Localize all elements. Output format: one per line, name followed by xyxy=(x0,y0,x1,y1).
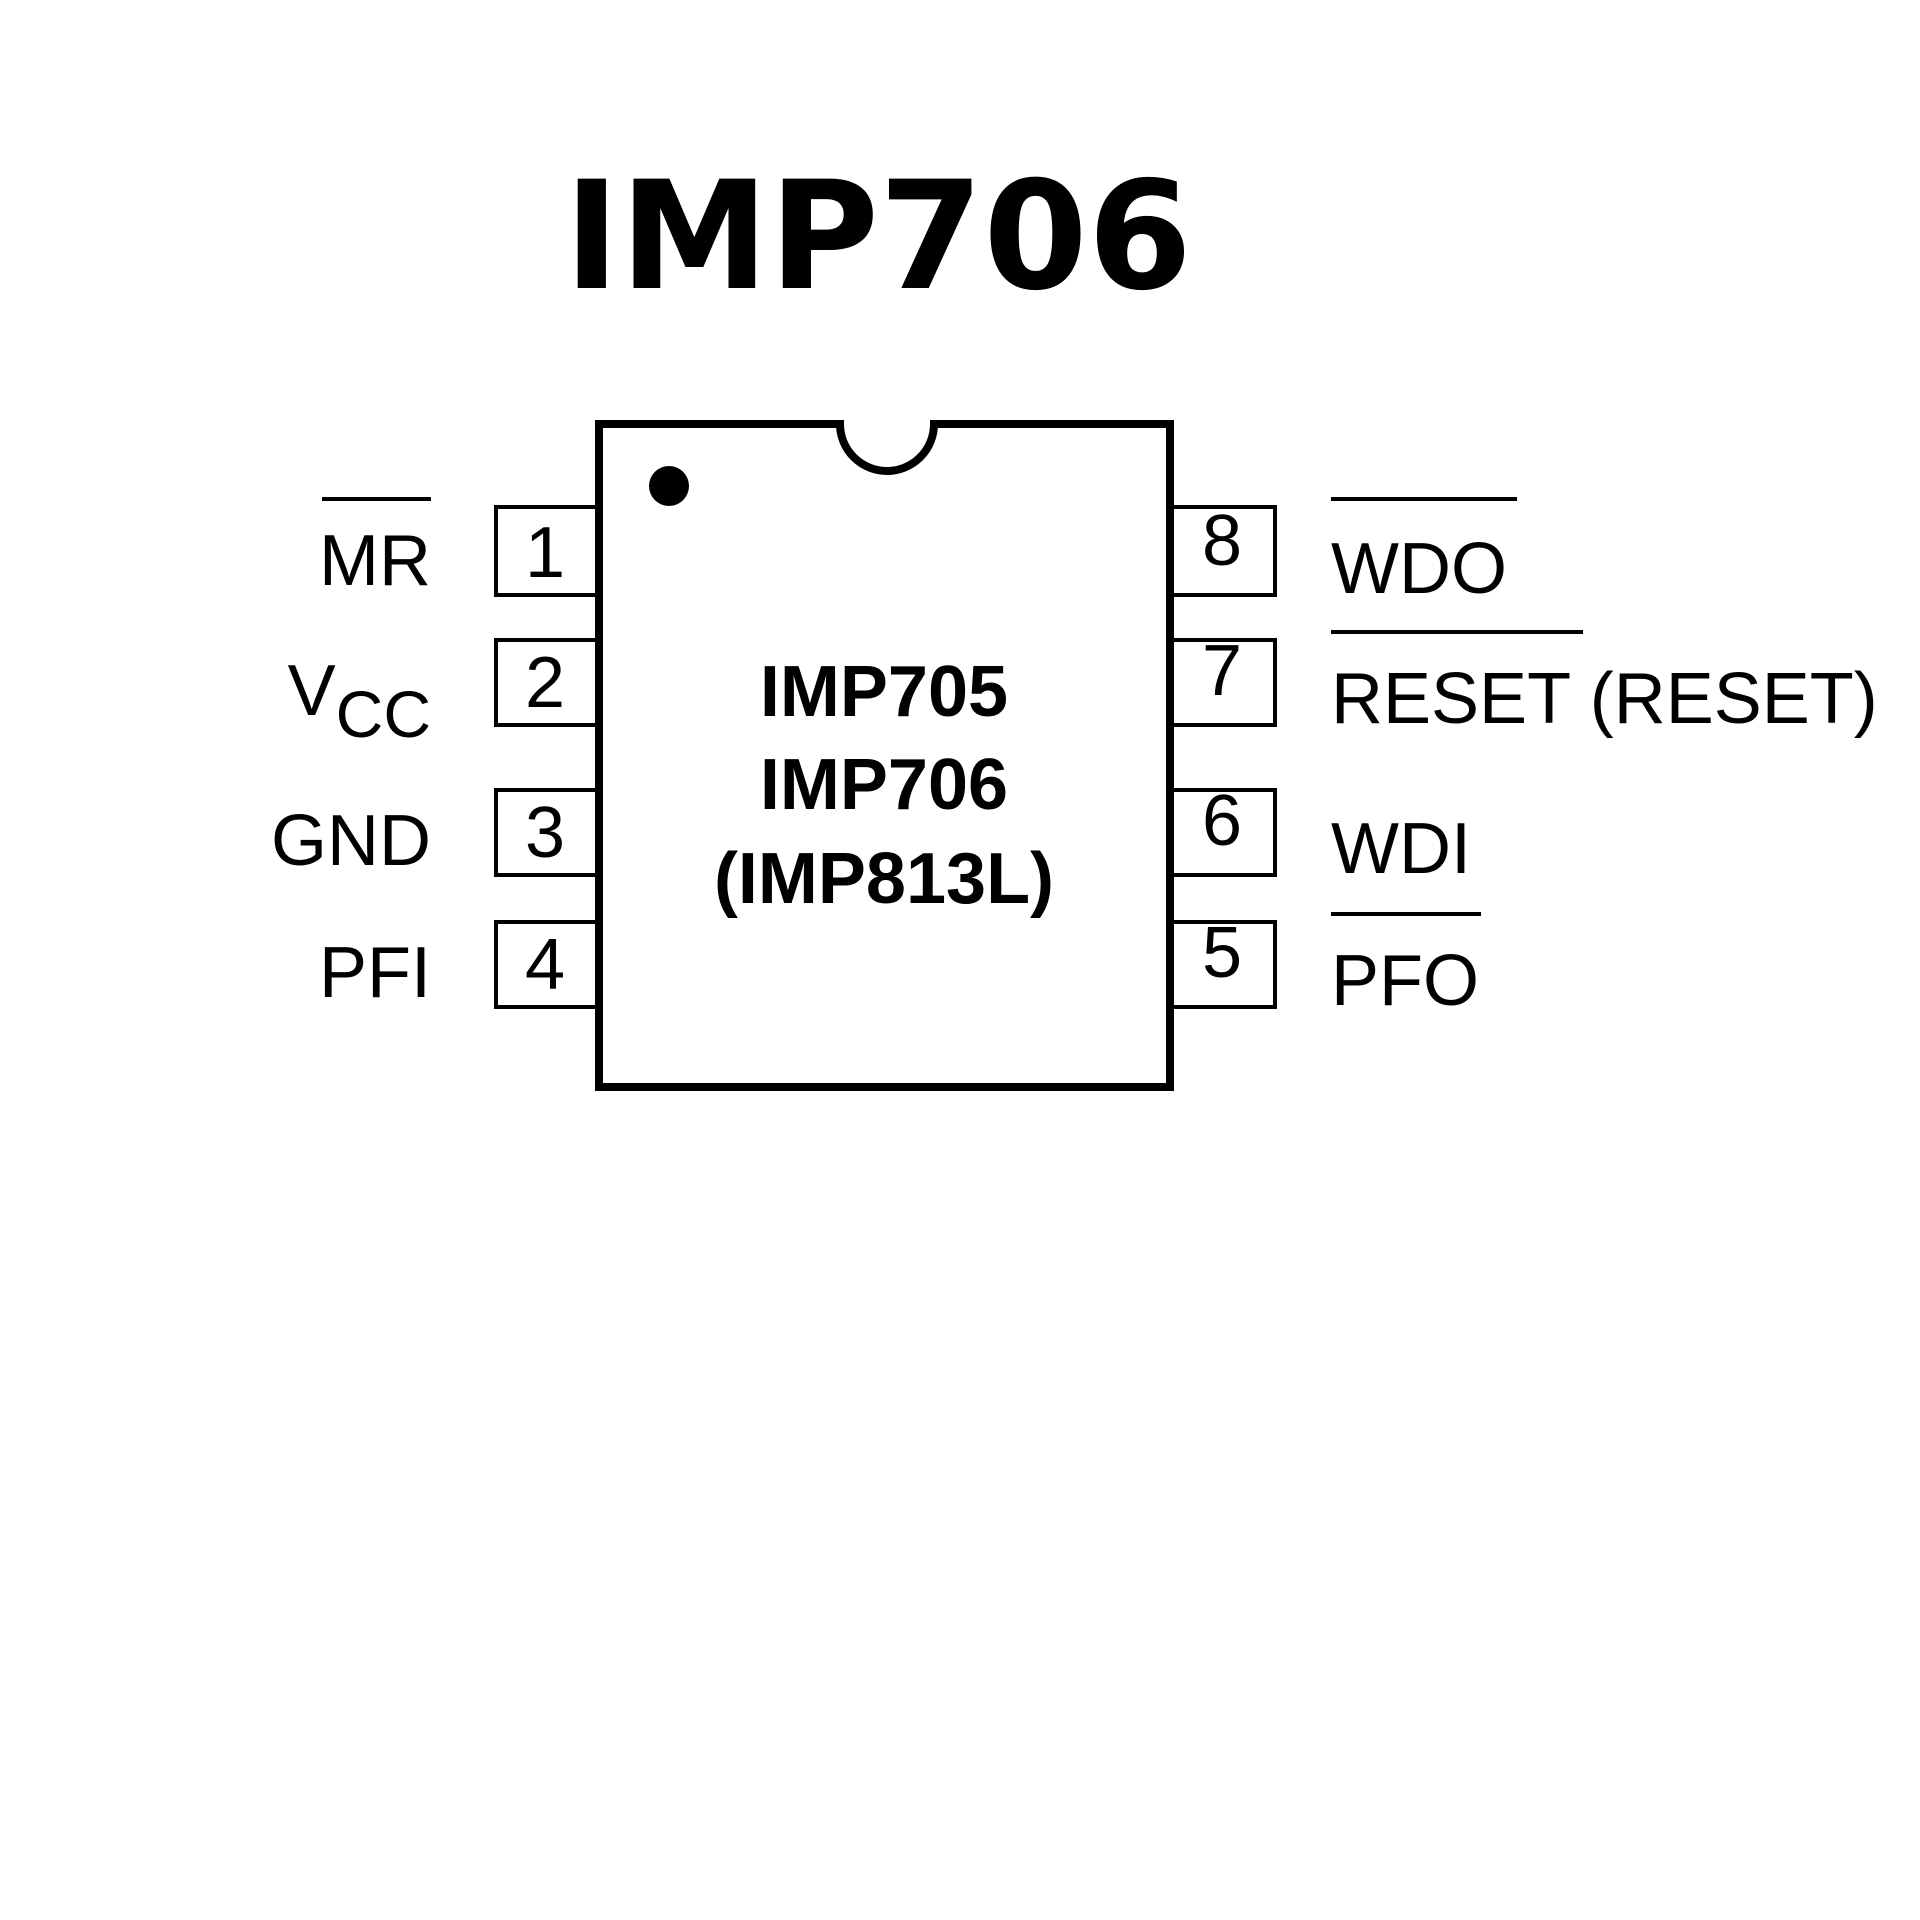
pin-number: 4 xyxy=(525,925,565,1005)
pin-3: 3 GND xyxy=(271,788,601,881)
chip-label-line-2: IMP706 xyxy=(760,745,1008,825)
pin-8: 8 WDO xyxy=(1168,497,1517,609)
pin-name: MR xyxy=(319,521,431,601)
pin-number: 3 xyxy=(525,793,565,873)
pin-number: 7 xyxy=(1202,631,1242,711)
pin-box xyxy=(1168,638,1277,727)
pin-name-main: V xyxy=(288,651,336,731)
pin-name-suffix: (RESET) xyxy=(1570,659,1878,739)
pin-name-main: WDI xyxy=(1331,809,1471,889)
pin-number: 2 xyxy=(525,643,565,723)
pin-1: 1 MR xyxy=(319,497,601,601)
pin-name: GND xyxy=(271,801,431,881)
pin-number: 6 xyxy=(1202,781,1242,861)
left-pins: 1 MR 2 VCC 3 GND 4 PFI xyxy=(271,497,601,1013)
pin-name: WDI xyxy=(1331,809,1471,889)
pin-6: 6 WDI xyxy=(1168,781,1471,889)
pin-name-main: PFI xyxy=(319,933,431,1013)
pin-5: 5 PFO xyxy=(1168,912,1481,1021)
diagram-title: IMP706 xyxy=(564,150,1192,324)
pin-box xyxy=(494,505,601,597)
pin-box xyxy=(494,788,601,877)
chip-body xyxy=(595,420,1174,1091)
pin-name-main: GND xyxy=(271,801,431,881)
pin-name: PFI xyxy=(319,933,431,1013)
right-pins: 8 WDO 7 RESET (RESET) 6 WDI 5 PFO xyxy=(1168,497,1878,1021)
pin-7: 7 RESET (RESET) xyxy=(1168,630,1878,739)
chip-label-line-3: (IMP813L) xyxy=(714,839,1054,919)
pin-number: 8 xyxy=(1202,501,1242,581)
pin-name-main: WDO xyxy=(1331,529,1507,609)
chip-label-line-1: IMP705 xyxy=(760,652,1008,732)
pin-name: PFO xyxy=(1331,941,1479,1021)
pin-4: 4 PFI xyxy=(319,920,601,1013)
pin-name: VCC xyxy=(288,651,431,751)
pin-name: WDO xyxy=(1331,529,1507,609)
pin-number: 5 xyxy=(1202,913,1242,993)
pin-number: 1 xyxy=(525,513,565,593)
pin-2: 2 VCC xyxy=(288,638,601,751)
pin-name-main: PFO xyxy=(1331,941,1479,1021)
pin-name: RESET (RESET) xyxy=(1331,659,1878,739)
pin-box xyxy=(494,638,601,727)
pin1-marker-dot xyxy=(649,466,689,506)
pin-box xyxy=(1168,788,1277,877)
pin-name-main: RESET xyxy=(1331,659,1570,739)
pin-name-main: MR xyxy=(319,521,431,601)
pin-name-subscript: CC xyxy=(336,677,431,751)
